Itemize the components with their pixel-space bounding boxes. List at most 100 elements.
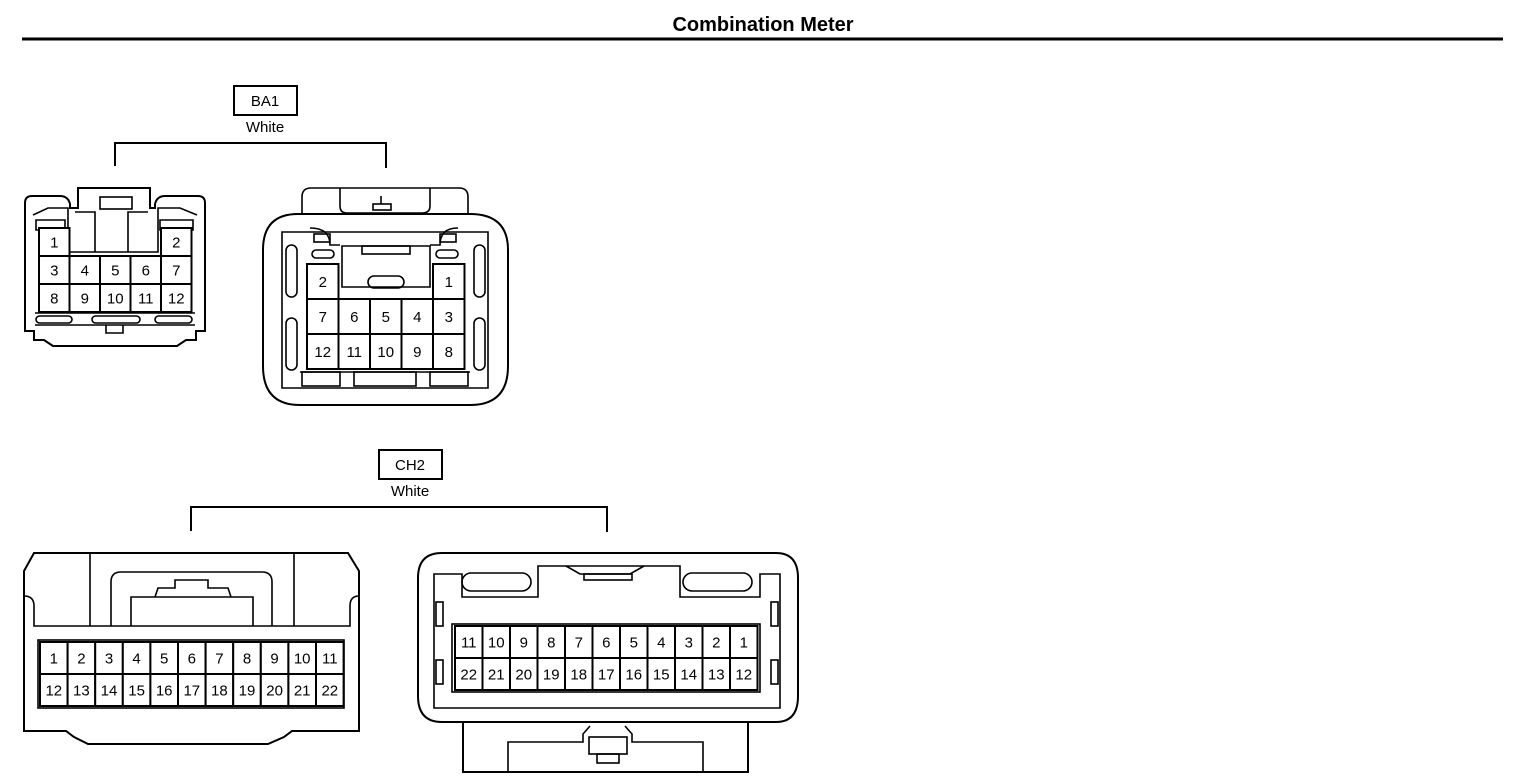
pin-number: 6 bbox=[602, 635, 610, 652]
pin-number: 18 bbox=[211, 683, 228, 700]
pin-number: 12 bbox=[314, 344, 331, 361]
pin-cell bbox=[177, 673, 207, 707]
pin-cell bbox=[729, 625, 759, 659]
pin-number: 5 bbox=[160, 651, 168, 668]
pin-number: 21 bbox=[294, 683, 311, 700]
pin-number: 17 bbox=[598, 667, 615, 684]
pin-number: 16 bbox=[625, 667, 642, 684]
ch2-bracket bbox=[190, 506, 608, 532]
pin-number: 12 bbox=[168, 291, 185, 308]
pin-cell bbox=[160, 283, 193, 313]
pin-cell bbox=[66, 673, 97, 707]
pin-number: 3 bbox=[105, 651, 113, 668]
pin-number: 9 bbox=[270, 651, 278, 668]
pin-cell bbox=[129, 255, 162, 285]
pin-cell bbox=[38, 227, 71, 257]
pin-number: 14 bbox=[101, 683, 118, 700]
pin-number: 4 bbox=[657, 635, 665, 652]
pin-cell bbox=[432, 263, 466, 300]
pin-number: 14 bbox=[680, 667, 697, 684]
pin-cell bbox=[591, 657, 621, 691]
pin-number: 8 bbox=[50, 291, 58, 308]
ch2-code-box bbox=[378, 449, 443, 480]
pin-number: 2 bbox=[319, 274, 327, 291]
pin-number: 8 bbox=[547, 635, 555, 652]
pin-cell bbox=[564, 657, 594, 691]
pin-number: 17 bbox=[183, 683, 200, 700]
pin-number: 3 bbox=[445, 309, 453, 326]
pin-cell bbox=[619, 625, 649, 659]
pin-cell bbox=[646, 657, 676, 691]
pin-number: 19 bbox=[239, 683, 256, 700]
ba1-color-label: White bbox=[246, 119, 284, 136]
pin-number: 21 bbox=[488, 667, 505, 684]
pin-number: 15 bbox=[653, 667, 670, 684]
pin-number: 4 bbox=[81, 263, 89, 280]
pin-cell bbox=[536, 625, 566, 659]
pin-number: 11 bbox=[461, 635, 477, 652]
pin-number: 20 bbox=[266, 683, 283, 700]
pin-cell bbox=[68, 283, 101, 313]
pin-number: 1 bbox=[50, 651, 58, 668]
pin-number: 8 bbox=[445, 344, 453, 361]
pin-cell bbox=[315, 641, 345, 675]
pin-number: 13 bbox=[708, 667, 725, 684]
pin-cell bbox=[306, 333, 340, 370]
pin-number: 3 bbox=[50, 263, 58, 280]
pin-number: 5 bbox=[630, 635, 638, 652]
pin-number: 6 bbox=[142, 263, 150, 280]
pin-number: 2 bbox=[172, 235, 180, 252]
pin-number: 7 bbox=[215, 651, 223, 668]
pin-cell bbox=[432, 298, 466, 335]
pin-number: 10 bbox=[107, 291, 124, 308]
pin-number: 9 bbox=[413, 344, 421, 361]
pin-number: 18 bbox=[570, 667, 587, 684]
pin-number: 10 bbox=[294, 651, 311, 668]
pin-cell bbox=[509, 625, 539, 659]
pin-number: 20 bbox=[515, 667, 532, 684]
pin-cell bbox=[369, 333, 403, 370]
pin-number: 7 bbox=[575, 635, 583, 652]
ba1-bracket bbox=[114, 142, 387, 168]
pin-number: 16 bbox=[156, 683, 173, 700]
pin-number: 2 bbox=[712, 635, 720, 652]
pin-number: 11 bbox=[138, 291, 154, 308]
pin-cell bbox=[160, 227, 193, 257]
pin-number: 10 bbox=[488, 635, 505, 652]
pin-cell bbox=[129, 283, 162, 313]
ba1-code-box bbox=[233, 85, 298, 116]
pin-number: 19 bbox=[543, 667, 560, 684]
pin-number: 1 bbox=[50, 235, 58, 252]
pin-number: 1 bbox=[740, 635, 748, 652]
pin-number: 8 bbox=[243, 651, 251, 668]
pin-number: 12 bbox=[735, 667, 752, 684]
pin-number: 11 bbox=[322, 651, 338, 668]
pin-number: 1 bbox=[445, 274, 453, 291]
pin-number: 22 bbox=[460, 667, 477, 684]
pin-number: 15 bbox=[128, 683, 145, 700]
pin-number: 6 bbox=[350, 309, 358, 326]
pin-number: 12 bbox=[45, 683, 62, 700]
pin-number: 11 bbox=[346, 344, 362, 361]
pin-cell bbox=[287, 673, 317, 707]
ch2-code-label: CH2 bbox=[395, 457, 425, 474]
pin-number: 2 bbox=[77, 651, 85, 668]
pin-cell bbox=[432, 333, 466, 370]
pin-number: 13 bbox=[73, 683, 90, 700]
diagram-title: Combination Meter bbox=[672, 14, 853, 36]
pin-number: 7 bbox=[319, 309, 327, 326]
pin-cell bbox=[39, 641, 69, 675]
pin-cell bbox=[481, 625, 511, 659]
pin-number: 5 bbox=[111, 263, 119, 280]
pin-cell bbox=[564, 625, 594, 659]
pin-cell bbox=[337, 333, 371, 370]
